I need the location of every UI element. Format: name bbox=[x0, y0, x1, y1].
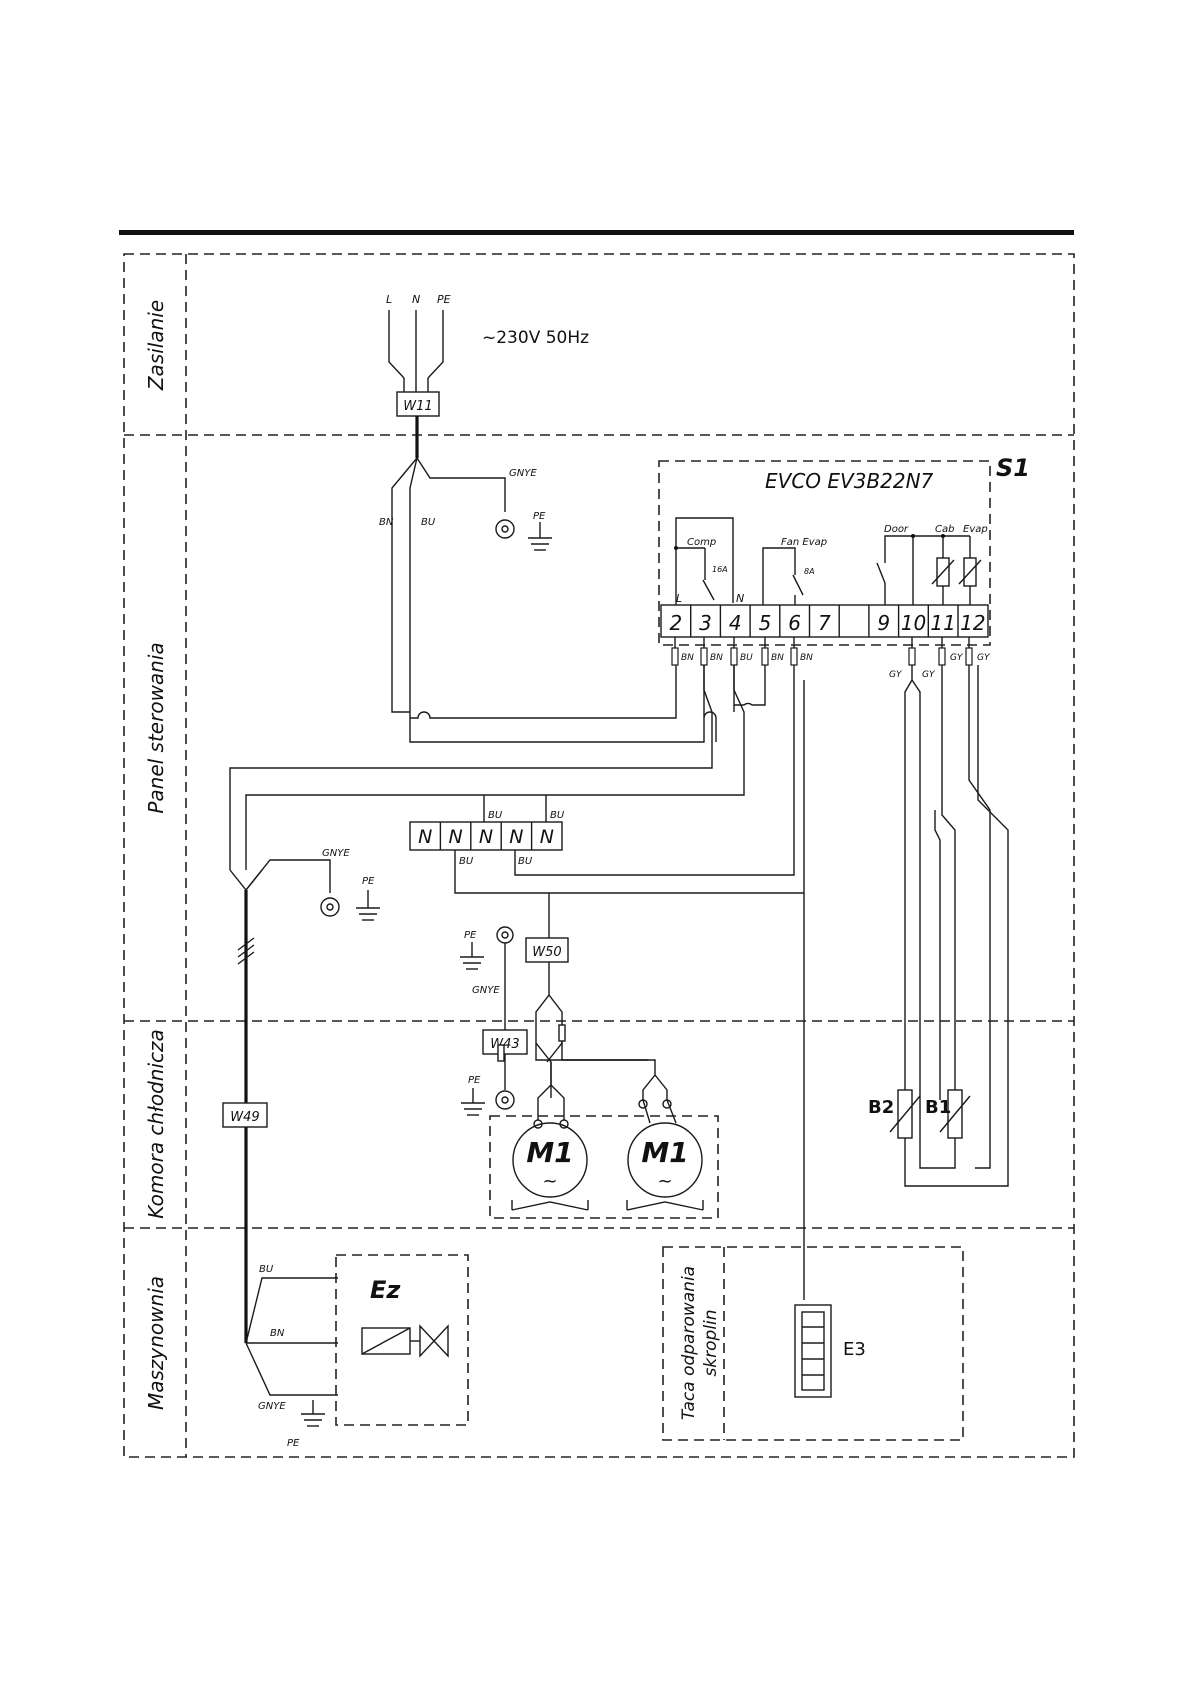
tray-label-1: Taca odparowania bbox=[679, 1266, 699, 1420]
mark-n: N bbox=[736, 592, 744, 605]
wire-gy-t12: GY bbox=[977, 653, 991, 663]
motor-1-symbol: ~ bbox=[542, 1171, 557, 1192]
wire-bu-nblock-1: BU bbox=[488, 810, 503, 821]
terminal-4: 4 bbox=[729, 611, 742, 635]
wire-gy-t11: GY bbox=[950, 653, 964, 663]
wire-gy-t10a: GY bbox=[889, 670, 903, 680]
section-label-panel: Panel sterowania bbox=[144, 642, 168, 813]
input-cab-label: Cab bbox=[935, 524, 954, 535]
terminal-3: 3 bbox=[699, 611, 712, 635]
neutral-terminal: N bbox=[540, 826, 554, 848]
input-evap-label: Evap bbox=[963, 524, 988, 535]
motor-2-label: M1 bbox=[641, 1136, 688, 1169]
heater-label: E3 bbox=[843, 1339, 866, 1360]
top-rule bbox=[119, 230, 1074, 235]
panel-supply-wiring: GNYE BN BU PE bbox=[379, 457, 552, 718]
pe-earth-symbol-3 bbox=[460, 942, 484, 970]
terminal-2: 2 bbox=[669, 611, 682, 635]
pe-label-4: PE bbox=[468, 1075, 481, 1086]
terminal-11: 11 bbox=[930, 611, 955, 635]
wire-bu-label-1: BU bbox=[421, 517, 436, 528]
wire-bu-nblock-4: BU bbox=[518, 856, 533, 867]
relay-comp-label: Comp bbox=[687, 537, 716, 548]
connector-w50: W50 bbox=[532, 945, 561, 960]
w49-connector: W49 bbox=[222, 1102, 268, 1128]
sensor-wiring: B2 B1 bbox=[868, 665, 1009, 1187]
pe-label-3: PE bbox=[464, 930, 477, 941]
mark-l: L bbox=[676, 592, 682, 605]
neutral-terminal: N bbox=[448, 826, 462, 848]
section-frames bbox=[123, 253, 1075, 1458]
controller-ref: S1 bbox=[996, 454, 1030, 482]
relay-fan-label: Fan Evap bbox=[781, 537, 827, 548]
connector-w43: W43 bbox=[490, 1037, 519, 1052]
wire-bn-label-1: BN bbox=[379, 517, 394, 528]
input-door-label: Door bbox=[884, 524, 909, 535]
ferrules: BN BN BU BN BN GY GY GY GY bbox=[671, 637, 991, 680]
power-supply: L N PE ~230V 50Hz W11 bbox=[386, 293, 589, 458]
tray-label-2: skroplin bbox=[701, 1309, 721, 1376]
supply-voltage-label: ~230V 50Hz bbox=[482, 328, 589, 348]
supply-n-label: N bbox=[412, 293, 420, 306]
controller-s1: EVCO EV3B22N7 S1 Comp 16A L N Fan Evap 8… bbox=[658, 454, 1030, 646]
wire-bn-t5: BN bbox=[771, 653, 784, 663]
pe-earth-symbol-5 bbox=[301, 1400, 325, 1427]
valve-label: Ez bbox=[370, 1276, 401, 1304]
wire-bn-t2: BN bbox=[681, 653, 694, 663]
terminal-dividers bbox=[690, 605, 959, 637]
section-label-zasilanie: Zasilanie bbox=[144, 300, 168, 391]
controller-model: EVCO EV3B22N7 bbox=[765, 469, 934, 493]
wire-bn-t3: BN bbox=[710, 653, 723, 663]
terminal-12: 12 bbox=[960, 611, 985, 635]
neutral-terminal: N bbox=[418, 826, 432, 848]
connector-w49: W49 bbox=[230, 1110, 259, 1125]
terminal-9: 9 bbox=[877, 611, 890, 635]
sensor-b1: B1 bbox=[925, 1097, 951, 1118]
wire-bu-t4: BU bbox=[740, 653, 753, 663]
wire-bu-nblock-2: BU bbox=[550, 810, 565, 821]
relay-fan-rating: 8A bbox=[804, 567, 815, 576]
connector-w11: W11 bbox=[403, 399, 432, 414]
wire-gnye-valve: GNYE bbox=[258, 1401, 286, 1412]
terminal-7: 7 bbox=[818, 611, 831, 635]
pe-earth-symbol-4 bbox=[461, 1088, 485, 1116]
section-label-maszynownia: Maszynownia bbox=[144, 1276, 168, 1410]
drip-tray: Taca odparowania skroplin E3 bbox=[662, 1246, 964, 1441]
fan-motor-wiring: W50 GNYE PE W43 PE bbox=[460, 926, 719, 1219]
section-label-komora: Komora chłodnicza bbox=[144, 1029, 168, 1219]
pe-earth-symbol-2 bbox=[356, 890, 380, 921]
sensor-b2: B2 bbox=[868, 1097, 894, 1118]
solenoid-valve: Ez BU BN GNYE PE bbox=[245, 1254, 469, 1449]
motor-1-label: M1 bbox=[526, 1136, 573, 1169]
terminal-6: 6 bbox=[788, 611, 801, 635]
pe-label-2: PE bbox=[362, 876, 375, 887]
wire-gnye-label-2: GNYE bbox=[322, 848, 350, 859]
neutral-terminal: N bbox=[509, 826, 523, 848]
terminal-10: 10 bbox=[901, 611, 926, 635]
motor-2: M1 ~ bbox=[626, 1099, 704, 1211]
pe-label-5: PE bbox=[287, 1438, 300, 1449]
wire-bu-valve: BU bbox=[259, 1264, 274, 1275]
wire-gnye-label-3: GNYE bbox=[472, 985, 500, 996]
wire-gy-t10b: GY bbox=[922, 670, 936, 680]
wire-gnye-label-1: GNYE bbox=[509, 468, 537, 479]
pe-label-1: PE bbox=[533, 511, 546, 522]
pe-earth-symbol-1 bbox=[528, 522, 552, 551]
neutral-terminal: N bbox=[479, 826, 493, 848]
supply-pe-label: PE bbox=[437, 293, 451, 306]
motor-1: M1 ~ bbox=[511, 1119, 589, 1211]
supply-l-label: L bbox=[386, 293, 392, 306]
wire-bn-valve: BN bbox=[270, 1328, 285, 1339]
terminal-5: 5 bbox=[759, 611, 772, 635]
motor-2-symbol: ~ bbox=[657, 1171, 672, 1192]
wire-bn-t6: BN bbox=[800, 653, 813, 663]
wire-bu-nblock-3: BU bbox=[459, 856, 474, 867]
relay-comp-rating: 16A bbox=[712, 565, 728, 574]
